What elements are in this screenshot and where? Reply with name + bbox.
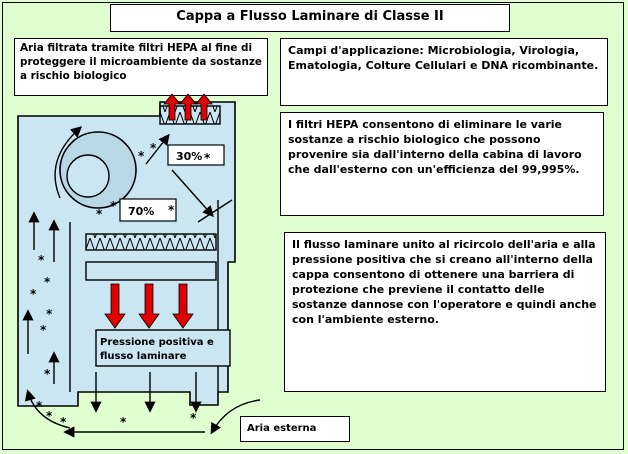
front-panel — [197, 199, 233, 223]
svg-text:*: * — [38, 253, 45, 267]
pct-70-label: 70% — [128, 205, 154, 218]
particles: * * * * * * * * * * * * * * * * * — [30, 141, 211, 429]
application-fields-note: Campi d'applicazione: Microbiologia, Vir… — [280, 38, 608, 106]
diagram-title: Cappa a Flusso Laminare di Classe II — [110, 4, 510, 32]
exhaust-arrows — [163, 93, 213, 121]
supply-hepa-filter — [85, 233, 217, 251]
diagram-frame — [2, 2, 624, 450]
diffuser-plate — [85, 261, 217, 281]
fan-arrow — [54, 126, 83, 199]
svg-text:*: * — [110, 199, 117, 213]
svg-text:*: * — [30, 287, 37, 301]
svg-text:*: * — [36, 399, 43, 413]
laminar-flow-note: Il flusso laminare unito al ricircolo de… — [284, 232, 606, 392]
pressure-label-2: flusso laminare — [100, 351, 187, 362]
svg-text:*: * — [44, 367, 51, 381]
bottom-left-curve — [24, 389, 71, 429]
laminar-arrows — [104, 283, 194, 329]
svg-text:*: * — [96, 207, 103, 221]
hepa-filtered-air-note: Aria filtrata tramite filtri HEPA al fin… — [14, 38, 268, 96]
pct-30-label: 30% — [176, 150, 202, 163]
pressure-label-1: Pressione positiva e — [100, 337, 214, 348]
svg-text:*: * — [60, 415, 67, 429]
svg-text:*: * — [168, 203, 175, 217]
svg-text:*: * — [138, 149, 145, 163]
svg-text:*: * — [46, 409, 53, 423]
fan-hub — [66, 154, 110, 198]
svg-text:*: * — [44, 275, 51, 289]
flow-arrow-b — [171, 169, 214, 218]
pct-30-box — [167, 144, 225, 166]
hepa-filters-note: I filtri HEPA consentono di eliminare le… — [280, 112, 604, 216]
flow-arrow-a — [145, 133, 170, 165]
svg-text:*: * — [190, 411, 197, 425]
svg-text:*: * — [46, 307, 53, 321]
external-air-label: Aria esterna — [240, 416, 350, 442]
pct-70-box — [119, 198, 177, 222]
svg-text:*: * — [204, 151, 211, 165]
pressure-box — [95, 329, 231, 367]
svg-text:*: * — [120, 415, 127, 429]
svg-text:*: * — [150, 141, 157, 155]
external-air-arrow — [210, 399, 261, 435]
svg-text:*: * — [40, 323, 47, 337]
